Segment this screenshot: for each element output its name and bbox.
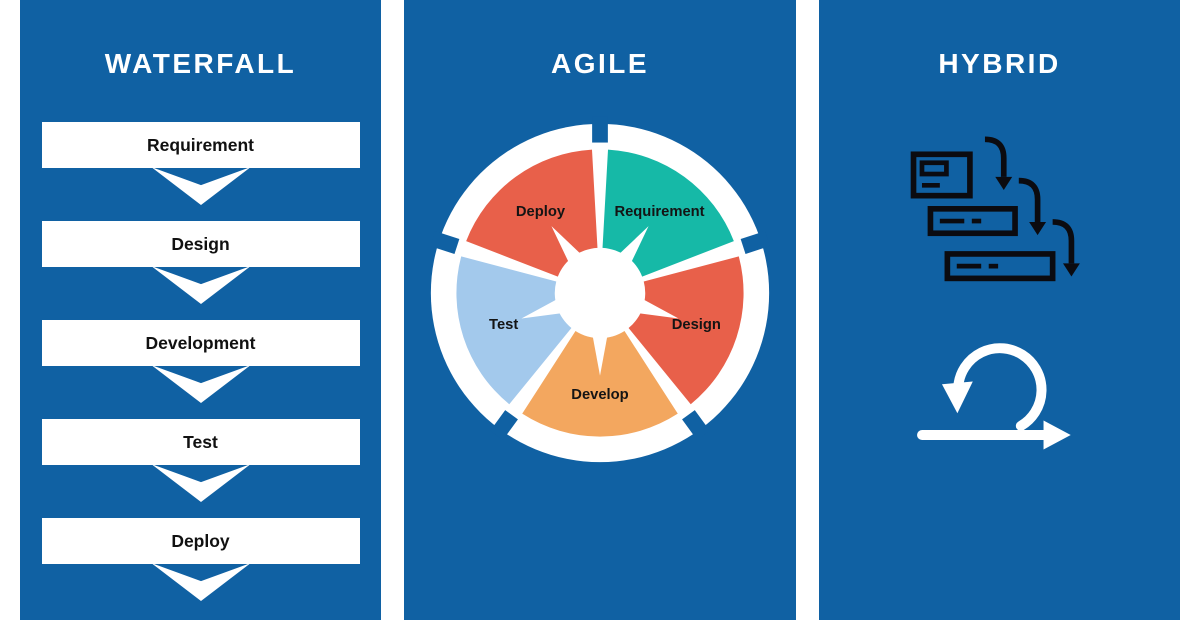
agile-segment-label: Requirement bbox=[614, 204, 704, 220]
waterfall-step-label: Development bbox=[41, 320, 360, 366]
segment-divider-notch bbox=[430, 231, 460, 254]
center-arrow-spike bbox=[591, 331, 609, 376]
waterfall-step: Test bbox=[41, 419, 360, 502]
agile-title: AGILE bbox=[550, 48, 650, 79]
waterfall-step-label: Test bbox=[41, 419, 360, 465]
center-arrow-spike bbox=[634, 297, 679, 319]
center-arrow-spike bbox=[521, 297, 566, 319]
agile-segment-label: Test bbox=[489, 317, 518, 333]
agile-segment-test bbox=[456, 256, 572, 405]
waterfall-step: Requirement bbox=[41, 122, 360, 205]
down-arrow-icon bbox=[150, 266, 251, 304]
segment-divider-notch bbox=[490, 410, 518, 441]
hybrid-icons bbox=[906, 126, 1094, 464]
waterfall-step: Design bbox=[41, 221, 360, 304]
agile-segment-label: Develop bbox=[571, 387, 628, 403]
hybrid-title: HYBRID bbox=[938, 48, 1061, 79]
waterfall-steps: Requirement Design Development Test Depl… bbox=[41, 122, 360, 617]
waterfall-title: WATERFALL bbox=[104, 48, 297, 79]
down-arrow-icon bbox=[150, 365, 251, 403]
down-arrow-icon bbox=[150, 167, 251, 205]
agile-segment-design bbox=[628, 256, 744, 405]
waterfall-step-label: Design bbox=[41, 221, 360, 267]
waterfall-step-label: Deploy bbox=[41, 518, 360, 564]
waterfall-step-label: Requirement bbox=[41, 122, 360, 168]
waterfall-step: Deploy bbox=[41, 518, 360, 601]
center-arrow-spike bbox=[615, 226, 649, 267]
down-arrow-icon bbox=[150, 464, 251, 502]
agile-segment-label: Design bbox=[672, 317, 721, 333]
down-arrow-icon bbox=[150, 563, 251, 601]
segment-divider-notch bbox=[682, 410, 710, 441]
hybrid-panel: HYBRID bbox=[819, 0, 1180, 620]
waterfall-steps-icon bbox=[910, 136, 1080, 282]
waterfall-panel: WATERFALL Requirement Design Development… bbox=[20, 0, 381, 620]
segment-divider-notch bbox=[740, 231, 770, 254]
waterfall-step: Development bbox=[41, 320, 360, 403]
agile-sprint-loop-icon bbox=[916, 343, 1071, 450]
agile-segment-label: Deploy bbox=[516, 204, 566, 220]
center-arrow-spike bbox=[551, 226, 585, 267]
segment-divider-notch bbox=[592, 116, 608, 143]
agile-segment-develop bbox=[522, 331, 678, 437]
